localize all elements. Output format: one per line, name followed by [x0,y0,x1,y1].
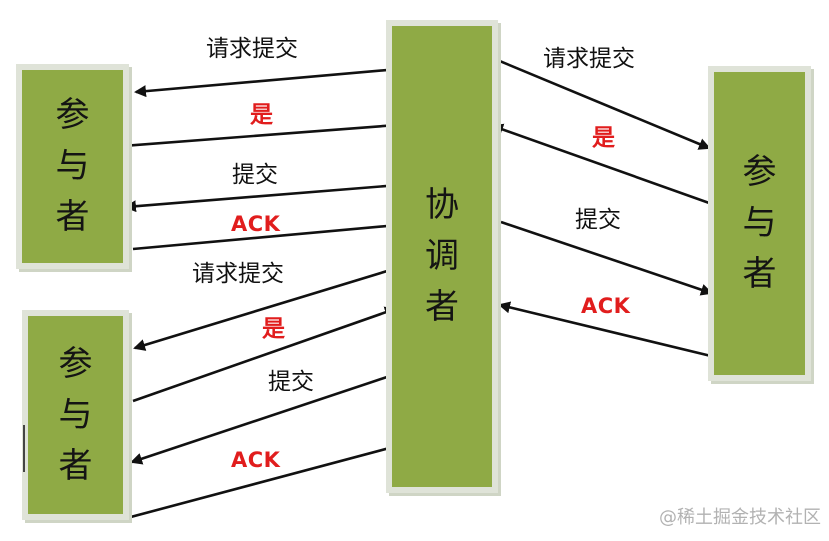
message-label-yes-right: 是 [592,125,615,151]
message-label-request-commit-bottom-left: 请求提交 [192,261,284,287]
participant-node-label-char-1: 参 [55,95,90,135]
participant-node-label-char-3: 者 [742,254,777,294]
message-label-ack-bottom-left: ACK [231,448,281,472]
arrow-bottom-left-to-coordinator-yes [132,306,397,403]
participant-node-label-char-2: 与 [58,394,93,435]
watermark: @稀土掘金技术社区 [659,507,821,528]
participant-node-label-char-1: 参 [742,152,777,192]
participant-node-label-char-2: 与 [55,146,90,186]
participant-node-label-char-2: 与 [742,203,777,243]
arrow-right-to-coordinator-yes [491,123,713,206]
arrow-coordinator-to-right-request [489,55,711,150]
arrow-coordinator-to-bottom-left-commit [130,374,391,465]
arrow-coordinator-to-right-commit [500,220,713,296]
message-label-commit-top-left: 提交 [232,162,278,188]
participant-node-label-char-3: 者 [58,445,93,486]
arrow-bottom-left-to-coordinator-ack [126,442,399,520]
message-label-yes-top-left: 是 [250,102,273,128]
message-label-commit-bottom-left: 提交 [268,369,314,395]
left-edge-tick [23,425,25,472]
message-label-ack-top-left: ACK [231,212,281,236]
coordinator-node-label-char-3: 者 [425,287,459,327]
message-label-request-commit-right: 请求提交 [543,46,635,72]
arrow-coordinator-to-bottom-left-request [133,266,398,351]
coordinator-node: 协 调 者 [386,20,498,493]
participant-node-bottom-left: 参 与 者 [22,310,129,520]
arrow-top-left-to-coordinator-ack [132,219,400,251]
message-label-commit-right: 提交 [575,207,621,233]
coordinator-node-label-char-1: 协 [425,185,459,225]
arrow-coordinator-to-top-left-commit [124,183,400,213]
message-label-ack-right: ACK [581,294,631,318]
participant-node-right: 参 与 者 [708,66,811,381]
participant-node-label-char-1: 参 [58,343,93,384]
arrow-right-to-coordinator-ack [498,301,712,358]
arrow-coordinator-to-top-left-request [134,66,411,98]
participant-node-label-char-3: 者 [55,197,90,237]
coordinator-node-label-char-2: 调 [425,236,459,276]
arrow-top-left-to-coordinator-yes [122,119,399,148]
message-label-request-commit-top-left: 请求提交 [206,36,298,62]
participant-node-top-left: 参 与 者 [16,64,129,269]
message-label-yes-bottom-left: 是 [262,316,285,342]
